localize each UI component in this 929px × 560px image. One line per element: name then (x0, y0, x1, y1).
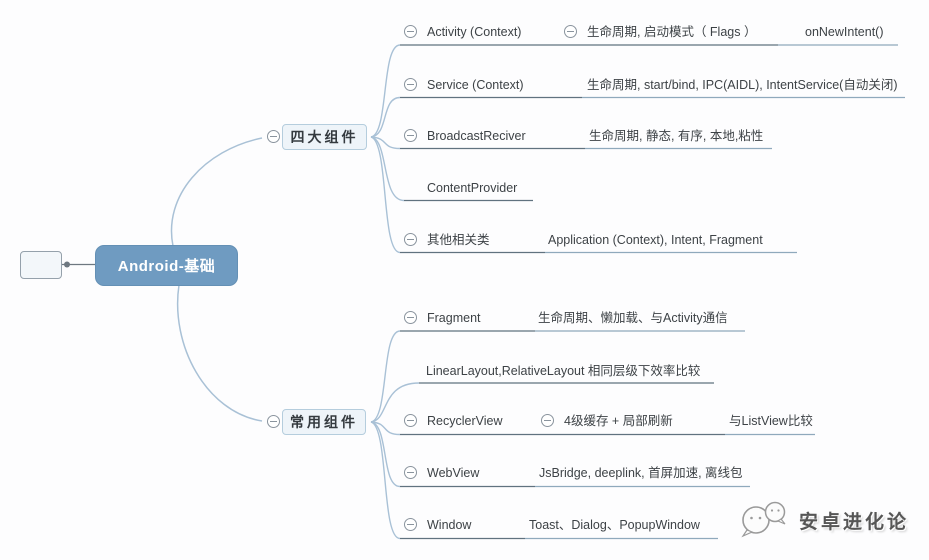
root-topic-label: Android-基础 (117, 258, 216, 275)
watermark-label: 安卓进化论 (799, 511, 910, 533)
topic-layout-compare[interactable]: LinearLayout,RelativeLayout 相同层级下效率比较 (426, 364, 701, 378)
topic-recyclerview[interactable]: RecyclerView (427, 414, 503, 428)
topic-broadcast-detail[interactable]: 生命周期, 静态, 有序, 本地,粘性 (589, 129, 764, 143)
topic-window[interactable]: Window (427, 518, 472, 532)
collapse-icon[interactable] (267, 130, 280, 143)
topic-recycler-cache[interactable]: 4级缓存 + 局部刷新 (564, 414, 673, 428)
topic-service-detail[interactable]: 生命周期, start/bind, IPC(AIDL), IntentServi… (587, 78, 898, 92)
topic-other-classes-detail[interactable]: Application (Context), Intent, Fragment (548, 233, 763, 247)
topic-activity-lifecycle[interactable]: 生命周期, 启动模式（ Flags ） (587, 25, 757, 39)
topic-window-detail[interactable]: Toast、Dialog、PopupWindow (529, 518, 700, 532)
branch-four-components[interactable]: 四大组件 (282, 124, 367, 150)
topic-contentprovider[interactable]: ContentProvider (427, 181, 518, 195)
topic-webview-detail[interactable]: JsBridge, deeplink, 首屏加速, 离线包 (539, 466, 743, 480)
topic-fragment-detail[interactable]: 生命周期、懒加载、与Activity通信 (538, 311, 728, 325)
collapse-icon[interactable] (404, 129, 417, 142)
collapse-icon[interactable] (404, 78, 417, 91)
branch-common-components[interactable]: 常用组件 (282, 409, 366, 435)
root-topic[interactable]: Android-基础 (95, 245, 238, 286)
collapse-icon[interactable] (404, 466, 417, 479)
collapse-icon[interactable] (267, 415, 280, 428)
topic-webview[interactable]: WebView (427, 466, 480, 480)
topic-other-classes[interactable]: 其他相关类 (427, 233, 490, 247)
collapse-icon[interactable] (404, 311, 417, 324)
topic-activity[interactable]: Activity (Context) (427, 25, 522, 39)
topic-listview-compare[interactable]: 与ListView比较 (729, 414, 813, 428)
collapse-icon[interactable] (404, 414, 417, 427)
topic-fragment[interactable]: Fragment (427, 311, 481, 325)
branch-label: 常用组件 (290, 414, 358, 430)
chat-bubbles-logo-icon (741, 501, 786, 538)
collapse-icon[interactable] (404, 25, 417, 38)
collapse-icon[interactable] (404, 233, 417, 246)
topic-service[interactable]: Service (Context) (427, 78, 524, 92)
collapse-icon[interactable] (404, 518, 417, 531)
topic-onnewintent[interactable]: onNewIntent() (805, 25, 884, 39)
topic-broadcastreceiver[interactable]: BroadcastReciver (427, 129, 526, 143)
watermark: 安卓进化论 (737, 498, 909, 542)
collapse-icon[interactable] (541, 414, 554, 427)
branch-label: 四大组件 (290, 129, 359, 145)
floating-topic[interactable] (20, 251, 62, 279)
collapse-icon[interactable] (564, 25, 577, 38)
